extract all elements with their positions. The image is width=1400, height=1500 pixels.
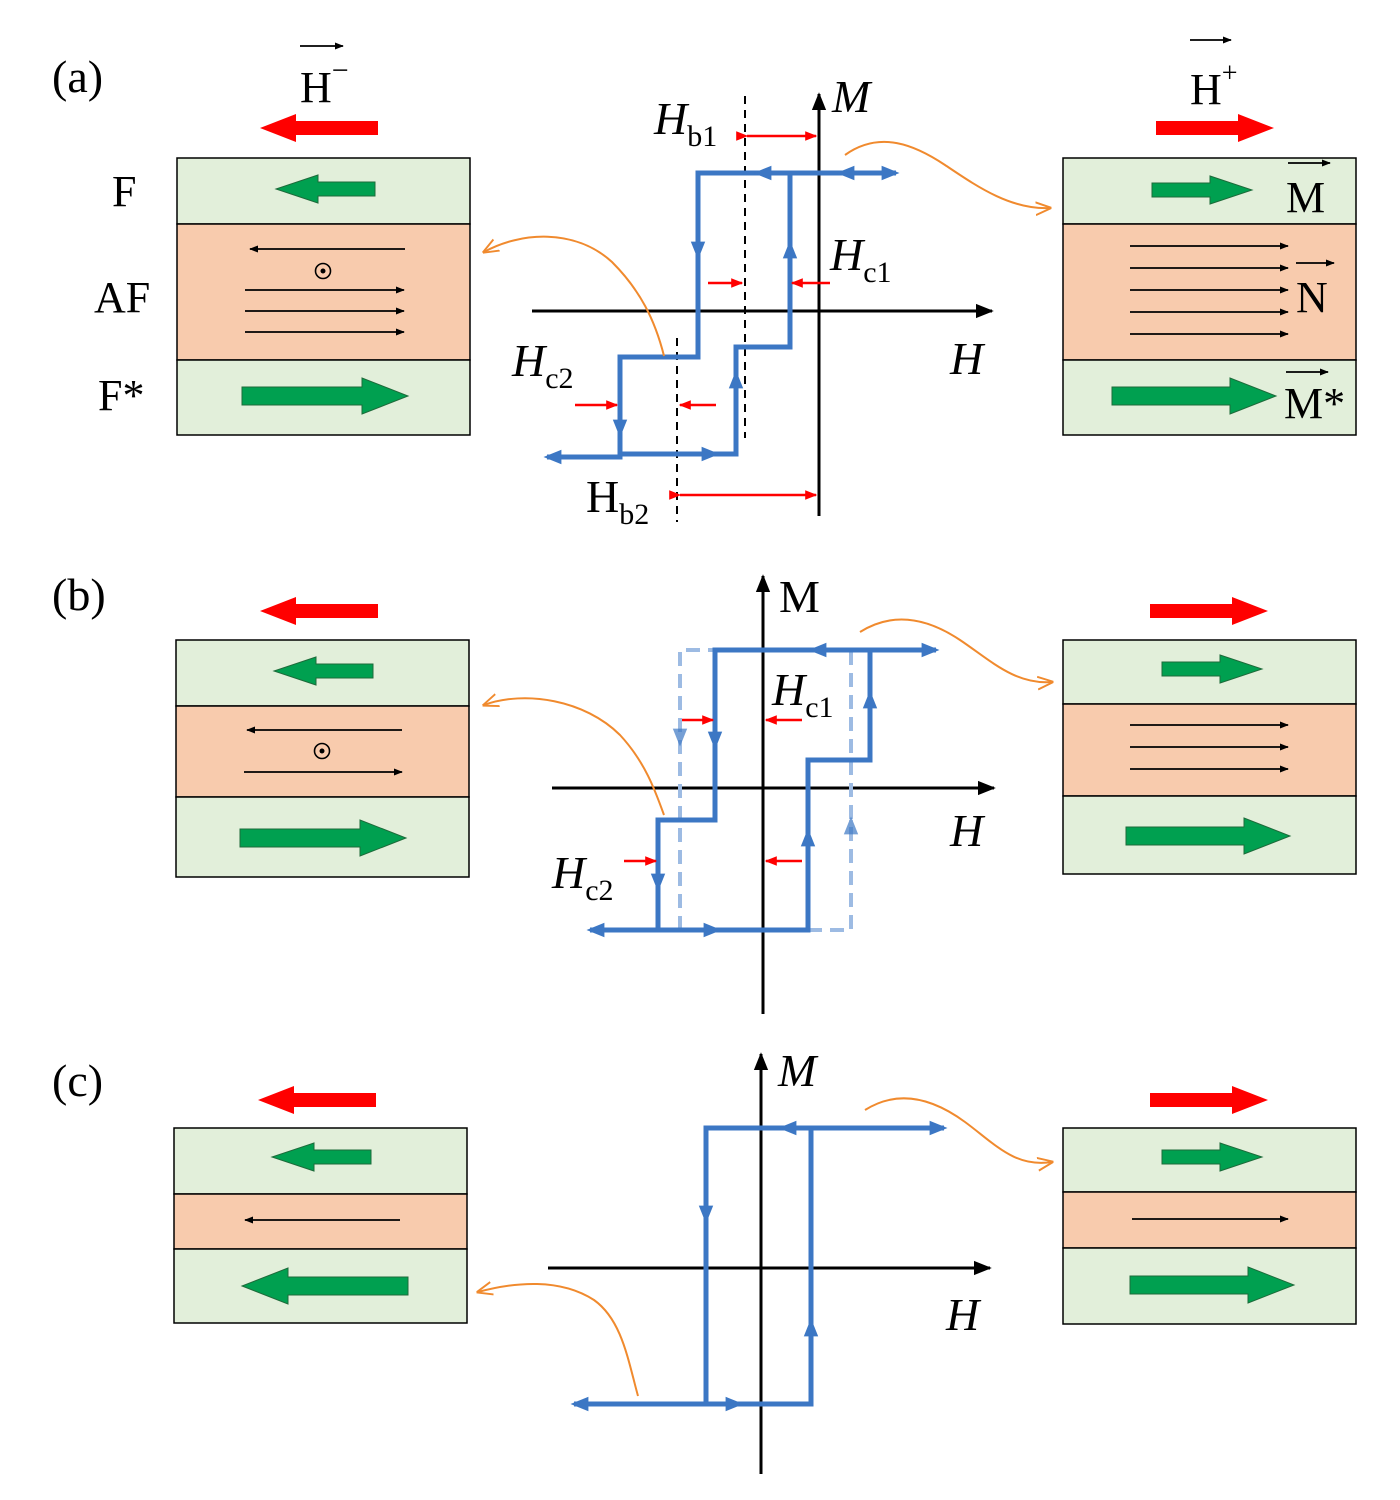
layer-stack-right <box>1062 157 1357 436</box>
annotation-hc2: Hc2 <box>551 847 614 907</box>
antiferromagnet-layer <box>1062 1191 1357 1249</box>
connector-arrow-left <box>484 235 665 357</box>
field-label-negative: H− <box>300 42 349 112</box>
loop-path <box>678 648 716 930</box>
moment-arrow-green <box>1161 1142 1264 1172</box>
field-sign-positive: + <box>1222 58 1238 89</box>
loop-path <box>575 1125 942 1407</box>
loop-path <box>548 170 895 460</box>
out-of-plane-dot-icon <box>314 262 332 280</box>
layer-label-f: F <box>112 167 136 216</box>
annotation-hc1: Hc1 <box>829 229 892 289</box>
connector-arrow-right <box>859 618 1052 683</box>
moment-arrow-green <box>239 819 408 857</box>
vector-label-m-star: M* <box>1284 368 1345 428</box>
panel-label-b: (b) <box>52 569 106 620</box>
axis-label-h: H <box>949 805 986 856</box>
panel-label-a: (a) <box>52 51 103 102</box>
panel-c: (c) M H <box>52 1045 1357 1474</box>
connector-arrow-left <box>478 1284 639 1397</box>
field-arrow-left-red <box>260 114 378 142</box>
hysteresis-loop-b <box>586 642 940 938</box>
axis-label-h: H <box>945 1289 982 1340</box>
field-arrow-left-red <box>258 1086 376 1114</box>
moment-arrow-green <box>1111 377 1278 415</box>
connector-arrow-left <box>484 698 665 816</box>
panel-b: (b) M H <box>52 569 1357 1014</box>
vector-label-m: M <box>1286 159 1331 222</box>
moment-arrow-green <box>1161 654 1264 684</box>
layer-stack-right <box>1062 639 1357 875</box>
layer-label-af: AF <box>94 273 150 322</box>
moment-arrow-green <box>1125 817 1292 855</box>
moment-arrow-green <box>1151 175 1254 205</box>
connector-arrow-right <box>844 140 1050 208</box>
field-arrow-left-red <box>260 597 378 625</box>
hysteresis-loop-a <box>543 165 900 465</box>
loop-path <box>706 1128 814 1407</box>
annotation-hb1: Hb1 <box>653 93 717 153</box>
out-of-plane-dot-icon <box>313 742 331 760</box>
svg-text:N: N <box>1296 273 1328 322</box>
annotation-hb2: Hb2 <box>586 471 649 531</box>
axis-label-m: M <box>777 1045 819 1096</box>
hysteresis-loop-c <box>570 1120 948 1412</box>
moment-arrow-green <box>270 1142 372 1172</box>
moment-arrow-green <box>272 656 374 686</box>
layer-label-f-star: F* <box>98 371 144 420</box>
svg-text:M: M <box>1286 173 1325 222</box>
field-arrow-right-red <box>1150 1086 1268 1114</box>
field-arrow-right-red <box>1156 114 1274 142</box>
axis-label-m: M <box>779 571 820 622</box>
loop-path <box>592 647 934 933</box>
panel-a: (a) H− H+ F A <box>52 36 1357 531</box>
field-sign-negative: − <box>332 54 349 87</box>
field-label-positive: H+ <box>1190 36 1238 114</box>
field-symbol-negative: H <box>300 63 332 112</box>
layer-stack-left <box>173 1127 468 1324</box>
annotation-hc2: Hc2 <box>511 335 574 395</box>
svg-text:M*: M* <box>1284 379 1345 428</box>
antiferromagnet-layer <box>176 223 471 361</box>
field-symbol-positive: H <box>1190 65 1222 114</box>
moment-arrow-green <box>240 1267 409 1305</box>
svg-text:H−: H− <box>300 54 349 112</box>
moment-arrow-green <box>1129 1266 1296 1304</box>
moment-arrow-green <box>241 377 410 415</box>
svg-text:H+: H+ <box>1190 58 1238 114</box>
antiferromagnet-layer <box>1062 703 1357 797</box>
axis-label-h: H <box>949 333 986 384</box>
panel-label-c: (c) <box>52 1055 103 1106</box>
antiferromagnet-layer <box>173 1193 468 1250</box>
loop-path <box>658 650 873 933</box>
vector-label-n: N <box>1296 259 1335 322</box>
axis-label-m: M <box>831 71 873 122</box>
layer-stack-right <box>1062 1127 1357 1325</box>
loop-path <box>620 173 793 457</box>
layer-stack-left <box>176 157 471 436</box>
annotation-hc1: Hc1 <box>771 664 834 724</box>
field-arrow-right-red <box>1150 597 1268 625</box>
moment-arrow-green <box>274 174 376 204</box>
connector-arrow-right <box>864 1097 1052 1163</box>
layer-stack-left <box>175 639 470 878</box>
